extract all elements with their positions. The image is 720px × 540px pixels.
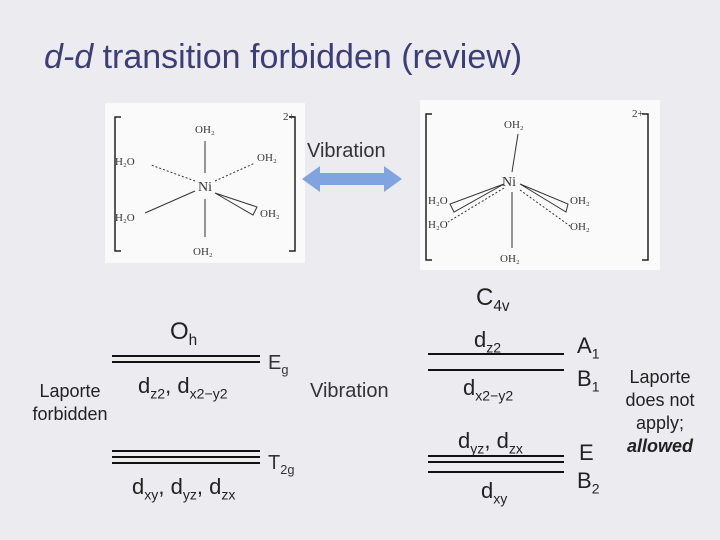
right-lower-right-ligand: OH₂	[570, 221, 590, 233]
note-line-2: forbidden	[32, 404, 108, 424]
c4v-level-3-orbital: dyz, dzx	[458, 428, 523, 457]
left-lower-right-ligand: OH₂	[260, 208, 280, 220]
eg-symmetry-label: Eg	[268, 352, 289, 377]
right-metal: Ni	[502, 175, 516, 190]
right-bottom-ligand: OH₂	[500, 253, 520, 265]
left-complex-structure: 2+ OH₂ Ni OH₂ H₂O H₂O OH₂ OH₂	[105, 103, 305, 263]
c4v-level-3-symmetry: E	[579, 440, 594, 465]
left-top-ligand: OH₂	[195, 124, 215, 136]
note-line-1: Laporte	[39, 381, 101, 401]
vibration-label-top: Vibration	[307, 140, 386, 162]
t2g-orbitals-label: dxy, dyz, dzx	[132, 474, 236, 503]
right-charge: 2+	[632, 108, 644, 120]
t2g-level-line-1	[112, 450, 260, 452]
oh-point-group: Oh	[170, 318, 197, 350]
c4v-level-4-orbital: dxy	[481, 478, 508, 507]
c4v-level-2-symmetry: B1	[577, 366, 600, 395]
c4v-level-4-line	[428, 471, 564, 473]
right-top-ligand: OH₂	[504, 119, 524, 131]
c4v-level-1-line	[428, 353, 564, 355]
title-rest: transition forbidden (review)	[93, 38, 523, 76]
left-metal: Ni	[198, 180, 212, 195]
left-bottom-ligand: OH₂	[193, 246, 213, 258]
left-lower-left-ligand: H₂O	[115, 212, 135, 224]
eg-level-line-1	[112, 355, 260, 357]
t2g-symmetry-label: T2g	[268, 452, 295, 477]
left-charge: 2+	[283, 111, 295, 123]
eg-level-line-2	[112, 361, 260, 363]
title-orbital-prefix: d-d	[44, 38, 94, 76]
oh-main: O	[170, 318, 189, 345]
right-upper-left-ligand: H₂O	[428, 195, 448, 207]
c4v-level-1-orbital: dz2	[474, 327, 502, 356]
right-complex-structure: 2+ OH₂ Ni OH₂ H₂O H₂O OH₂ OH₂	[420, 100, 660, 270]
c4v-level-3-line-1	[428, 455, 564, 457]
laporte-forbidden-note: Laporte forbidden	[22, 380, 118, 426]
left-upper-right-ligand: OH₂	[257, 152, 277, 164]
oh-sub: h	[188, 331, 198, 349]
t2g-level-line-3	[112, 462, 260, 464]
vibration-label-middle: Vibration	[310, 380, 389, 402]
slide-title: d-d transition forbidden (review)	[44, 38, 522, 77]
c4v-level-1-symmetry: A1	[577, 333, 600, 362]
c4v-level-3-line-2	[428, 461, 564, 463]
eg-orbitals-label: dz2, dx2−y2	[138, 373, 228, 402]
c4v-level-2-line	[428, 369, 564, 371]
left-upper-left-ligand: H₂O	[115, 156, 135, 168]
c4v-point-group: C4v	[476, 284, 510, 315]
laporte-allowed-note: Laporte does not apply; allowed	[625, 367, 695, 456]
t2g-level-line-2	[112, 456, 260, 458]
right-upper-right-ligand: OH₂	[570, 195, 590, 207]
c4v-level-4-symmetry: B2	[577, 468, 600, 497]
right-lower-left-ligand: H₂O	[428, 219, 448, 231]
double-arrow	[300, 164, 404, 199]
c4v-level-2-orbital: dx2−y2	[463, 375, 514, 404]
